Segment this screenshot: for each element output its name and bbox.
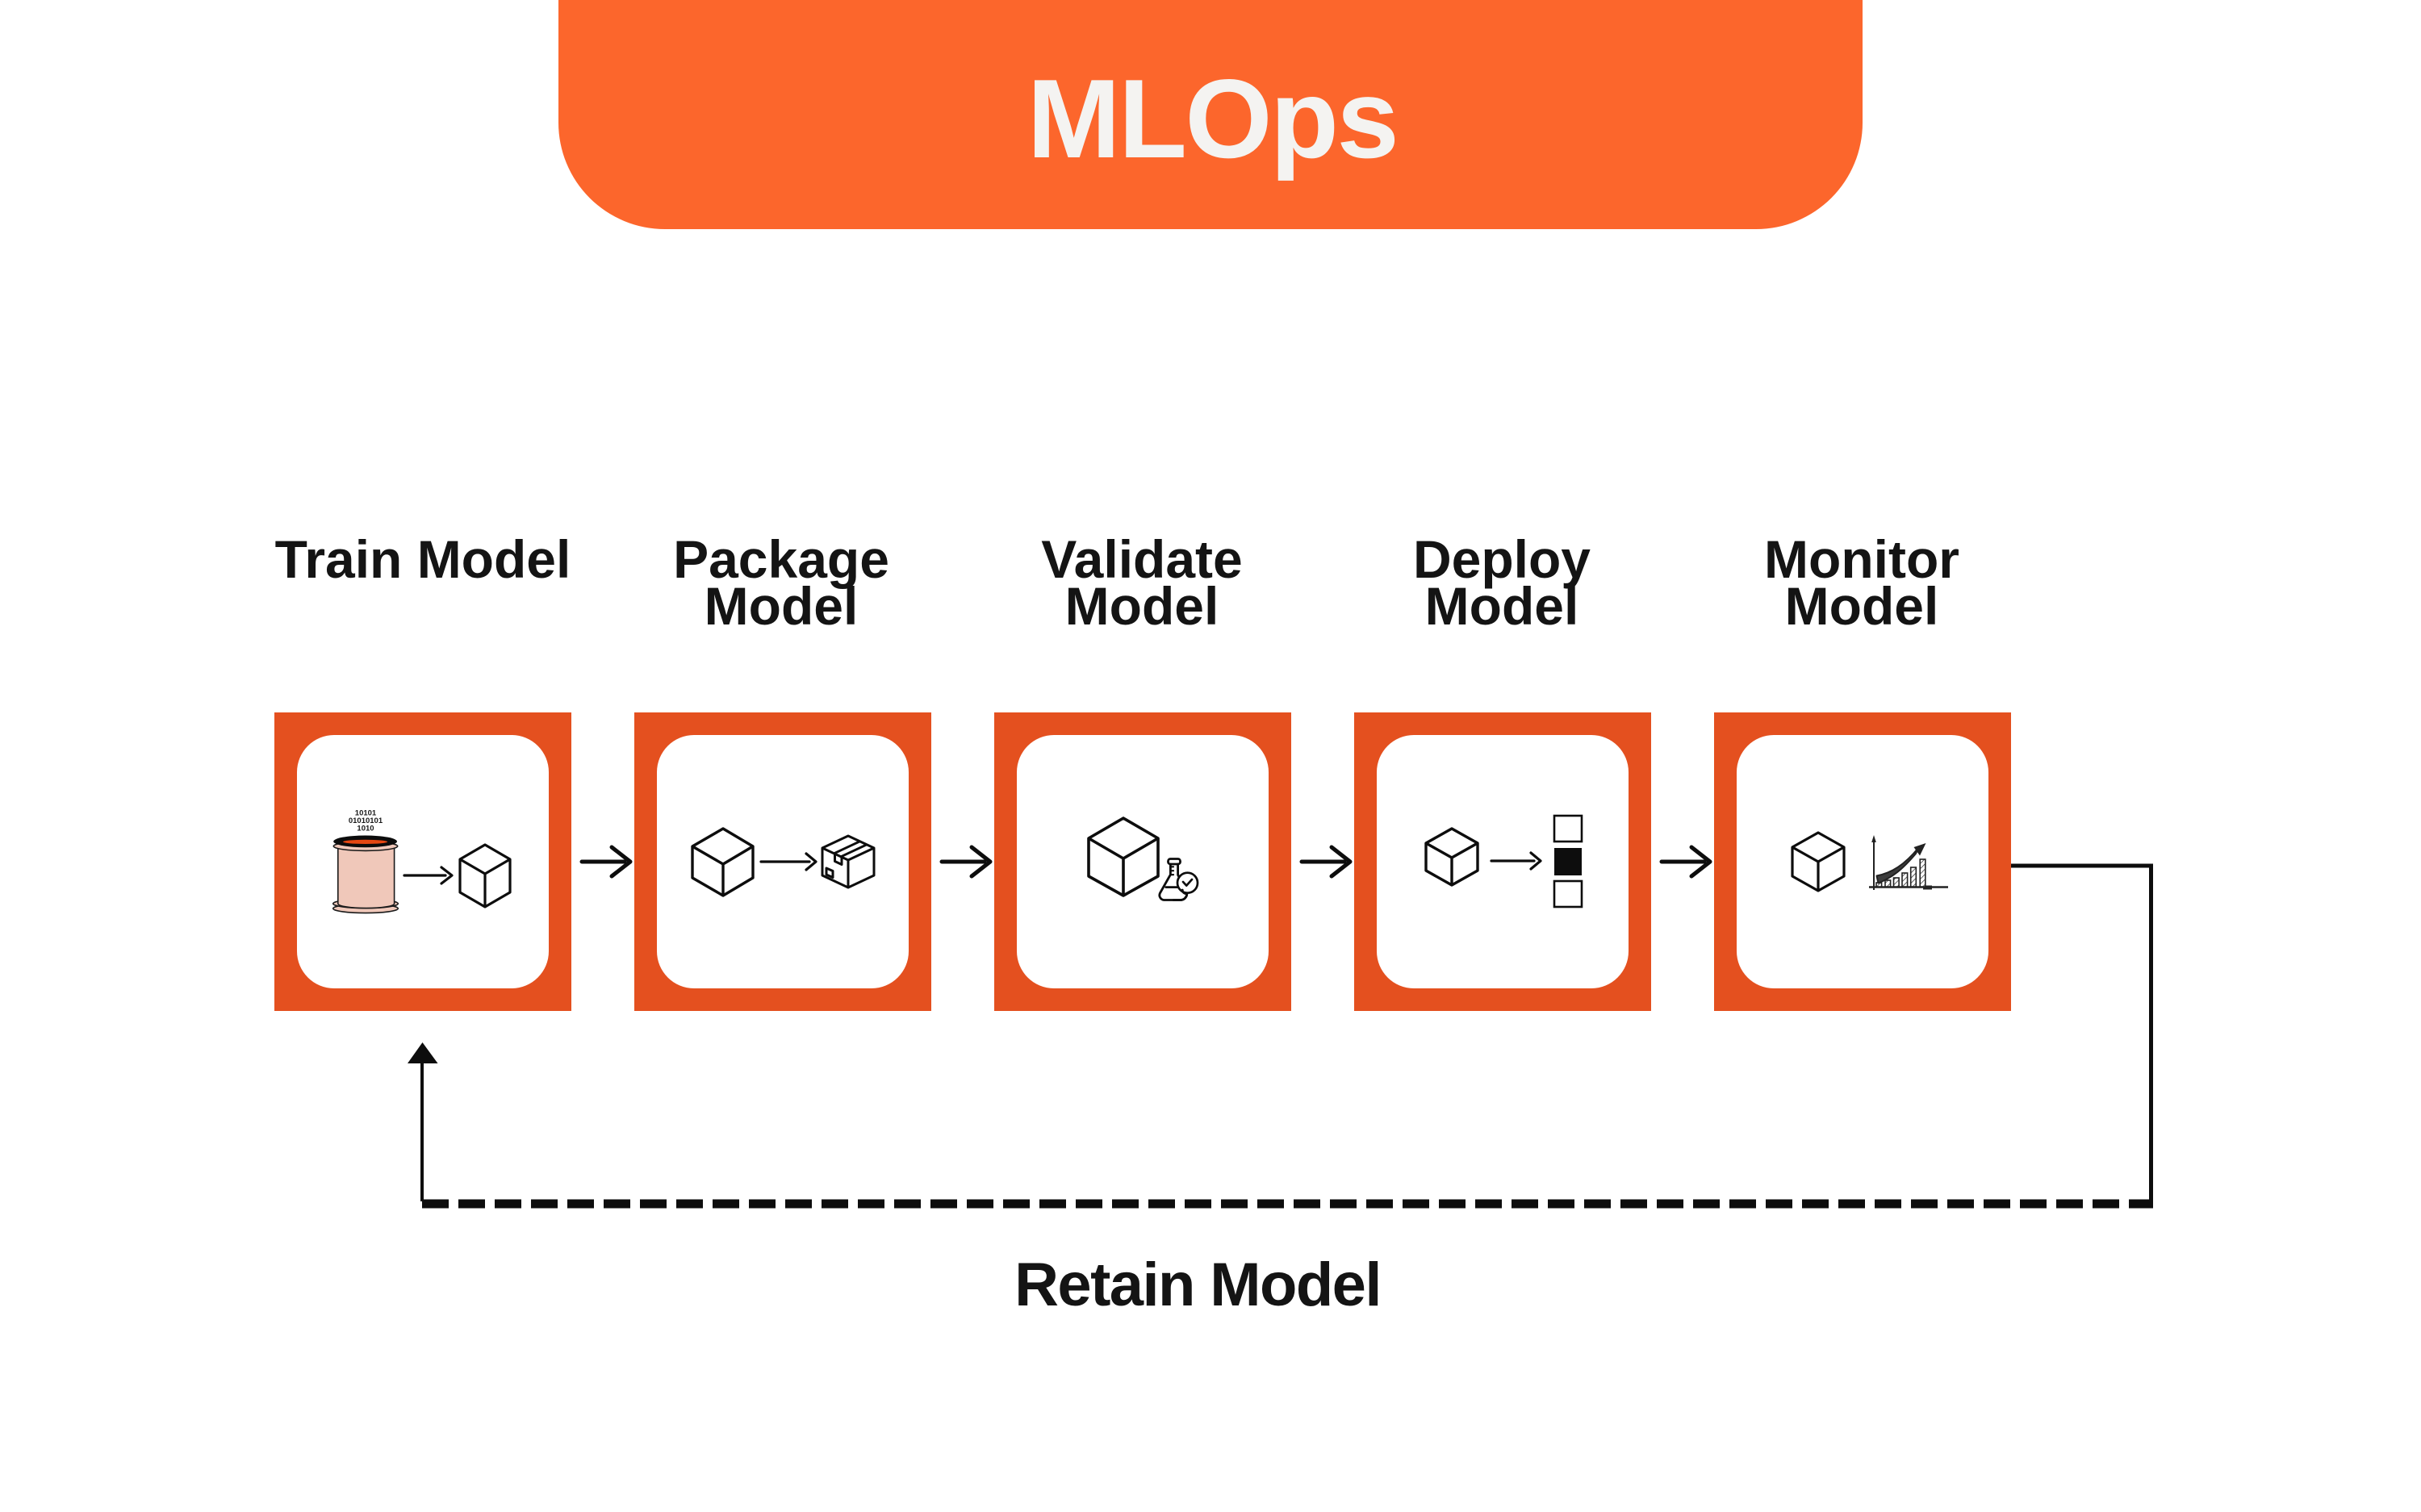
svg-text:01010101: 01010101 (349, 817, 383, 825)
svg-text:Model: Model (705, 576, 859, 636)
svg-text:Package: Package (673, 529, 889, 589)
svg-text:Deploy: Deploy (1413, 529, 1591, 589)
svg-text:Model: Model (1065, 576, 1219, 636)
svg-text:Train Model: Train Model (275, 529, 571, 589)
svg-text:10101: 10101 (355, 809, 377, 818)
svg-text:Monitor: Monitor (1764, 529, 1959, 589)
svg-text:MLOps: MLOps (1027, 56, 1398, 182)
svg-text:Model: Model (1785, 576, 1939, 636)
svg-text:1010: 1010 (357, 825, 374, 833)
svg-text:Retain Model: Retain Model (1014, 1251, 1381, 1319)
svg-text:Model: Model (1425, 576, 1579, 636)
svg-text:Validate: Validate (1041, 529, 1242, 589)
